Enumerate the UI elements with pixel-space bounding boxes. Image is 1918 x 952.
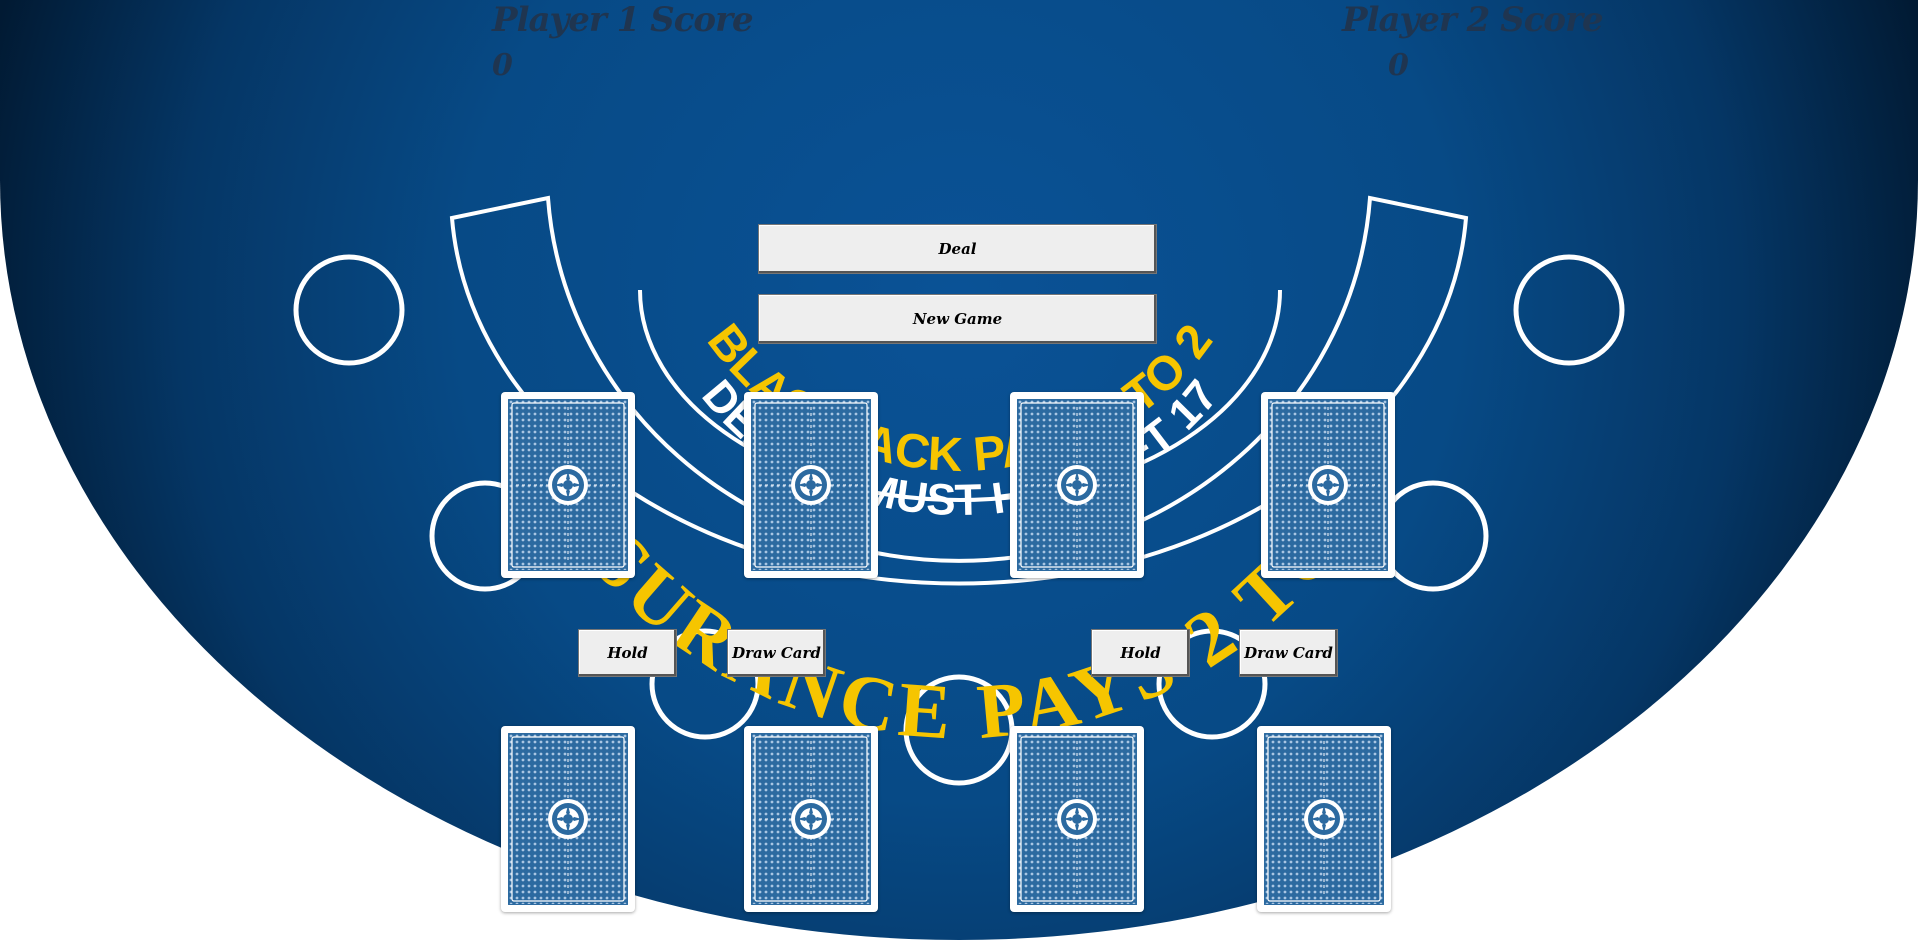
card-back-pattern bbox=[1268, 399, 1388, 571]
card-back-pattern bbox=[508, 733, 628, 905]
card-back bbox=[744, 726, 878, 912]
betting-circles bbox=[293, 254, 1625, 786]
card-back bbox=[1010, 726, 1144, 912]
card-back bbox=[1010, 392, 1144, 578]
player1-draw-card-button[interactable]: Draw Card bbox=[727, 629, 826, 677]
card-back-pattern bbox=[751, 399, 871, 571]
card-back bbox=[1261, 392, 1395, 578]
player2-score-value: 0 bbox=[1388, 48, 1409, 83]
card-back bbox=[1257, 726, 1391, 912]
card-back bbox=[501, 392, 635, 578]
card-back-pattern bbox=[1017, 399, 1137, 571]
card-back-pattern bbox=[1264, 733, 1384, 905]
player2-draw-card-button[interactable]: Draw Card bbox=[1239, 629, 1338, 677]
new-game-button[interactable]: New Game bbox=[758, 294, 1157, 344]
player1-score-label: Player 1 Score bbox=[492, 0, 754, 40]
inner-arc bbox=[638, 289, 1282, 502]
deal-button[interactable]: Deal bbox=[758, 224, 1157, 274]
card-back-pattern bbox=[751, 733, 871, 905]
card-back bbox=[744, 392, 878, 578]
card-back-pattern bbox=[1017, 733, 1137, 905]
player2-hold-button[interactable]: Hold bbox=[1091, 629, 1190, 677]
card-back bbox=[501, 726, 635, 912]
player1-score-value: 0 bbox=[492, 48, 513, 83]
card-back-pattern bbox=[508, 399, 628, 571]
player2-score-label: Player 2 Score bbox=[1342, 0, 1604, 40]
player1-hold-button[interactable]: Hold bbox=[578, 629, 677, 677]
